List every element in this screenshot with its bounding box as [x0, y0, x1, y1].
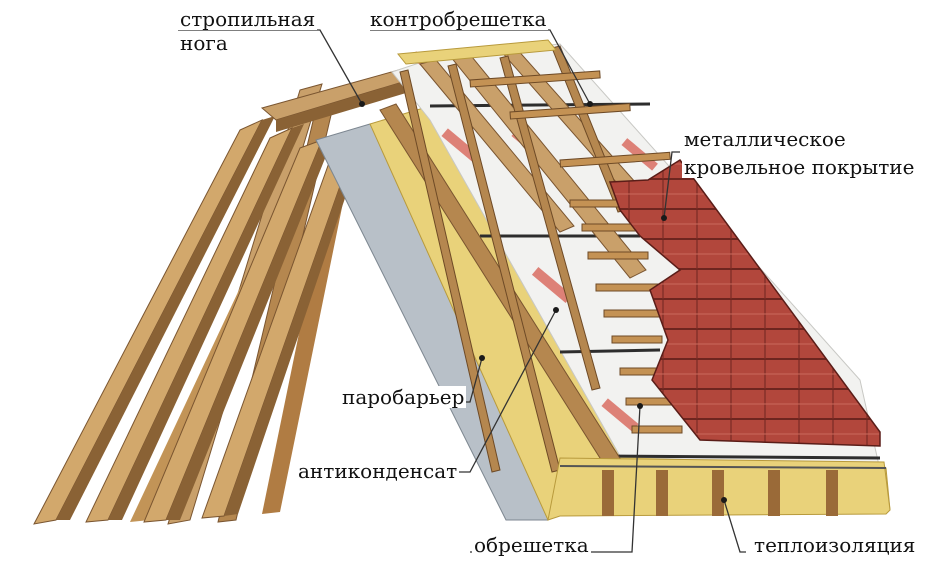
ridge-insulation	[397, 39, 557, 65]
back-rafters	[33, 83, 362, 525]
label-batten: обрешетка	[472, 533, 591, 557]
counter-battens	[399, 45, 627, 473]
label-metal-roofing-line2: кровельное покрытие	[682, 155, 917, 179]
eave-board	[547, 457, 891, 521]
leader-dots	[359, 101, 727, 503]
label-metal-roofing-line1: металлическое	[682, 127, 848, 151]
label-counter-batten: контробрешетка	[368, 7, 549, 31]
label-rafter-leg-line1: стропильная	[178, 7, 318, 31]
label-anticondensate: антиконденсат	[296, 459, 460, 483]
battens	[469, 70, 683, 434]
metal-tile-roofing	[608, 158, 881, 447]
label-rafter-leg-line2: нога	[178, 31, 230, 55]
label-vapor-barrier: паробарьер	[340, 385, 467, 409]
label-thermal-insulation: теплоизоляция	[752, 533, 918, 557]
